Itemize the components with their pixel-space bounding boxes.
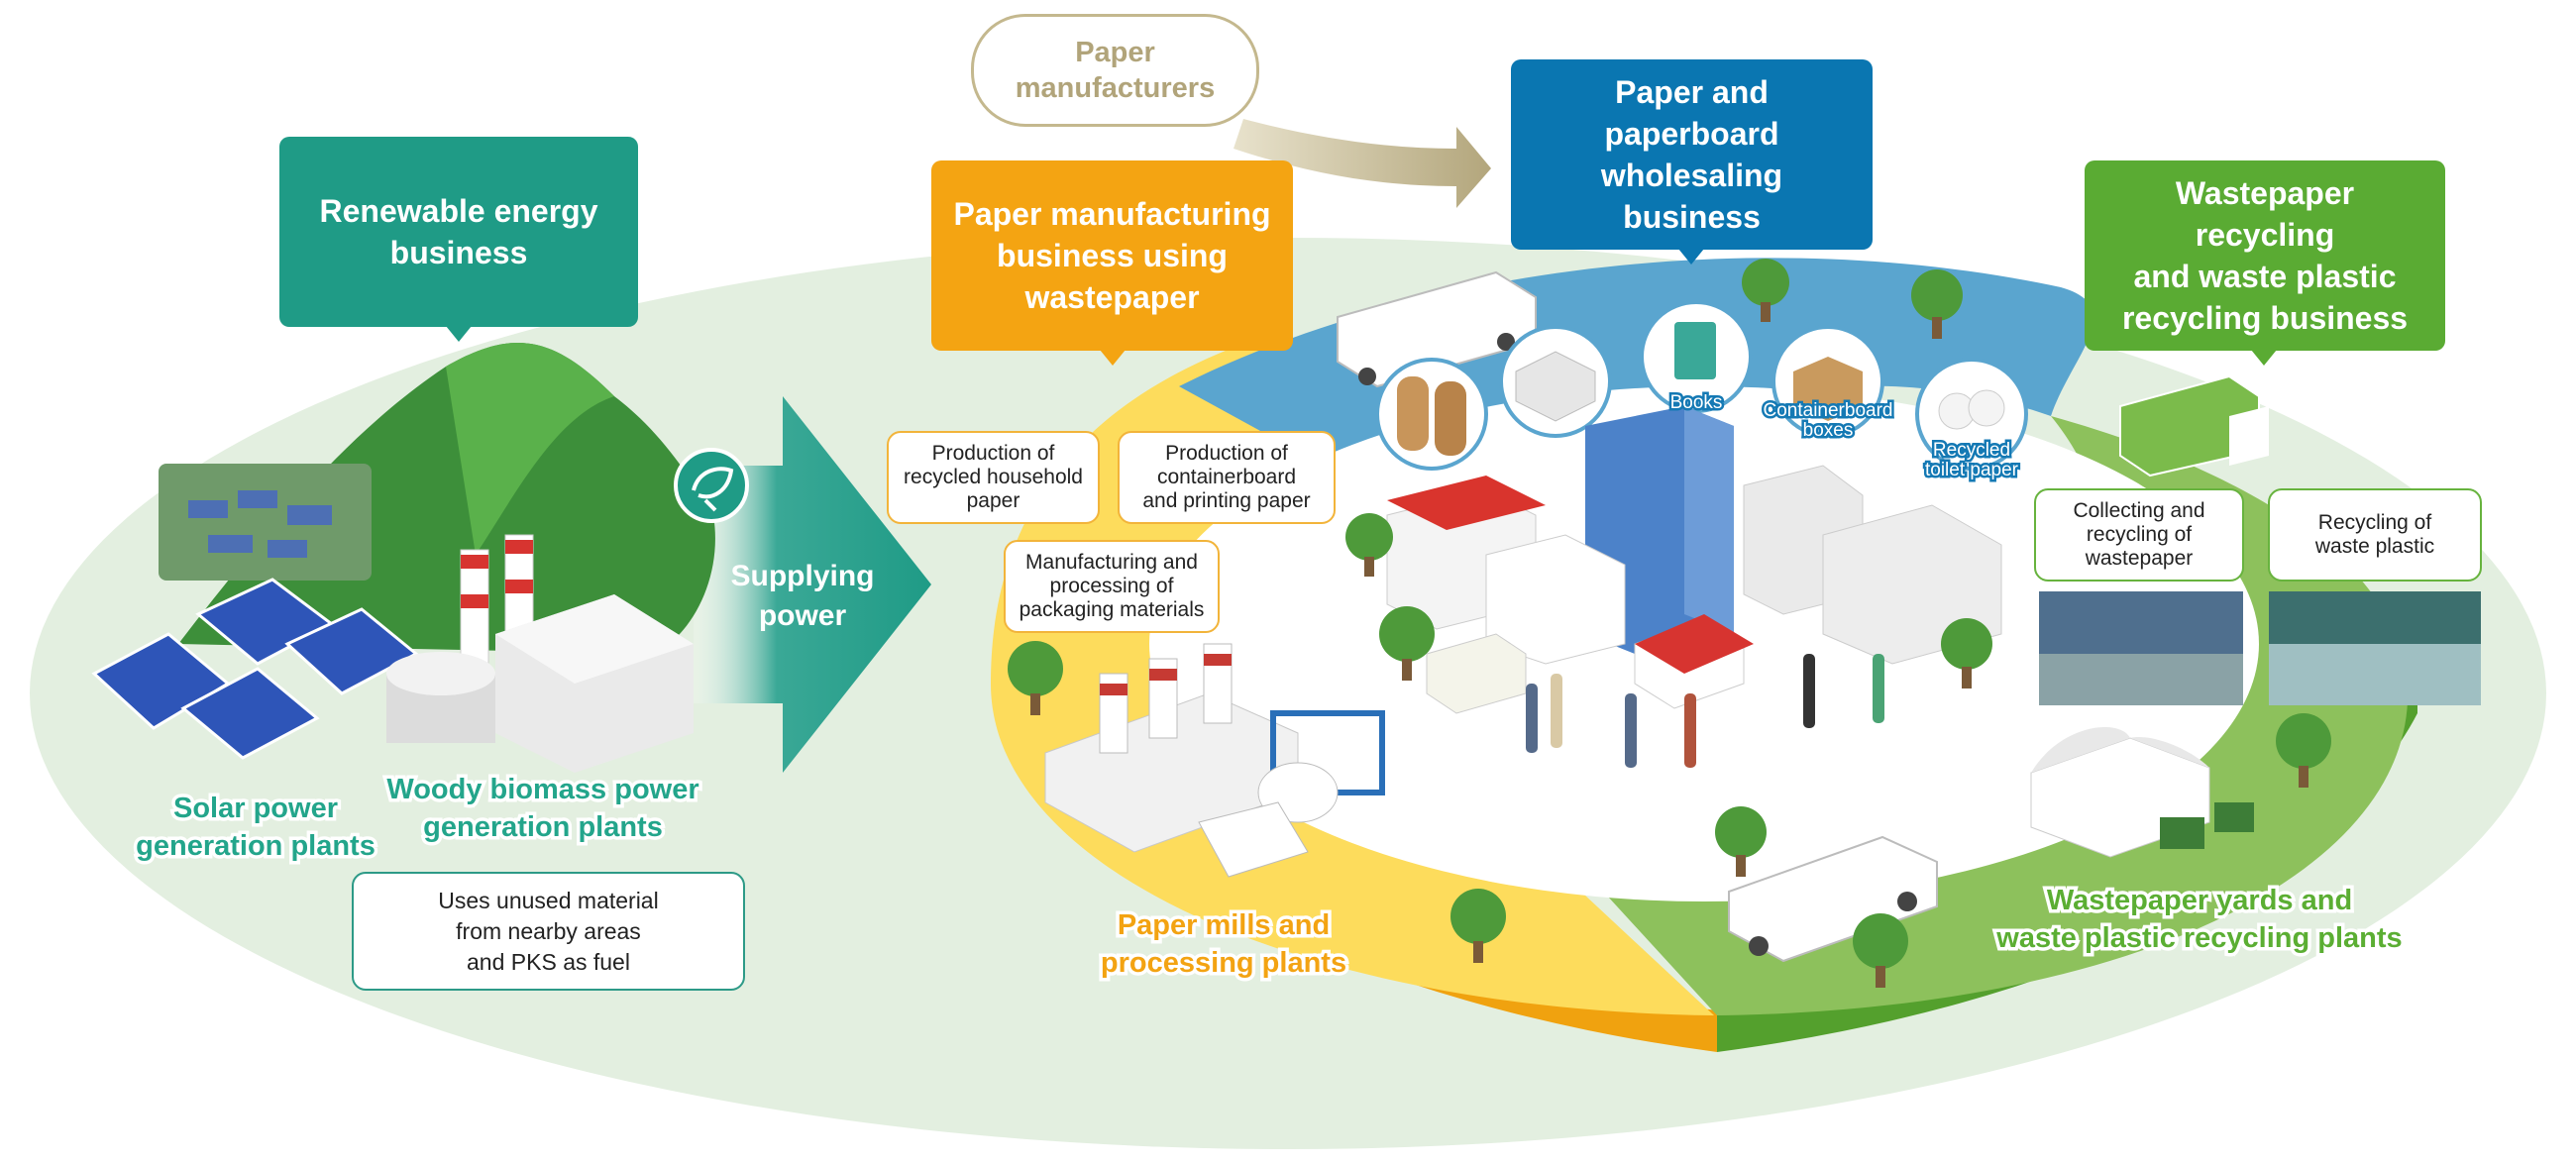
header-pointer — [2251, 350, 2277, 366]
recycled-household-paper-note: Production of recycled household paper — [887, 431, 1100, 524]
solar-farm-photo — [159, 464, 372, 581]
paper-mill-illustration — [1044, 643, 1385, 878]
waste-plastic-note: Recycling of waste plastic — [2268, 488, 2482, 582]
solar-panel-icon — [91, 578, 419, 760]
paper-manufacturers-arrow — [1234, 119, 1491, 208]
supplying-power-label: Supplying power — [730, 560, 875, 632]
ring-rim-orange — [1011, 684, 1717, 1052]
truck-icon — [1337, 270, 1537, 388]
wastepaper-yards-label: Wastepaper yards and waste plastic recyc… — [1993, 882, 2406, 958]
recycling-truck-illustration — [2119, 374, 2269, 477]
power-plug-leaf-icon — [674, 448, 749, 523]
recycling-header: Wastepaper recycling and waste plastic r… — [2085, 160, 2445, 351]
header-pointer — [1100, 350, 1126, 366]
paper-manufacturers-label: Paper manufacturers — [971, 14, 1259, 127]
ring-rim-green — [1717, 684, 2417, 1052]
header-pointer — [1678, 249, 1704, 265]
biomass-plants-label: Woody biomass power generation plants — [383, 771, 702, 847]
biomass-plant-illustration — [386, 534, 694, 773]
wholesaling-header: Paper and paperboard wholesaling busines… — [1511, 59, 1873, 250]
recycling-plant-illustration — [2030, 727, 2254, 858]
books-label: Books — [1667, 390, 1725, 415]
containerboard-boxes-label: Containerboard boxes — [1761, 398, 1895, 443]
truck-icon — [1728, 835, 1938, 963]
containerboard-printing-paper-note: Production of containerboard and printin… — [1118, 431, 1336, 524]
tree-icon — [1008, 259, 2331, 988]
paper-mills-label: Paper mills and processing plants — [1097, 906, 1349, 983]
renewable-energy-header: Renewable energy business — [279, 137, 638, 327]
wastepaper-collecting-note: Collecting and recycling of wastepaper — [2034, 488, 2244, 582]
paper-manufacturing-header: Paper manufacturing business using waste… — [931, 160, 1293, 351]
recycled-toilet-paper-label: Recycled toilet paper — [1922, 438, 2020, 482]
header-pointer — [446, 326, 472, 342]
paper-rolls-circle — [1375, 358, 1488, 471]
supplying-power-arrow — [694, 396, 931, 773]
people-illustration — [1526, 654, 1884, 768]
solar-plants-label: Solar power generation plants — [133, 790, 379, 866]
packaging-materials-note: Manufacturing and processing of packagin… — [1004, 540, 1220, 633]
biomass-fuel-note: Uses unused material from nearby areas a… — [352, 872, 745, 991]
